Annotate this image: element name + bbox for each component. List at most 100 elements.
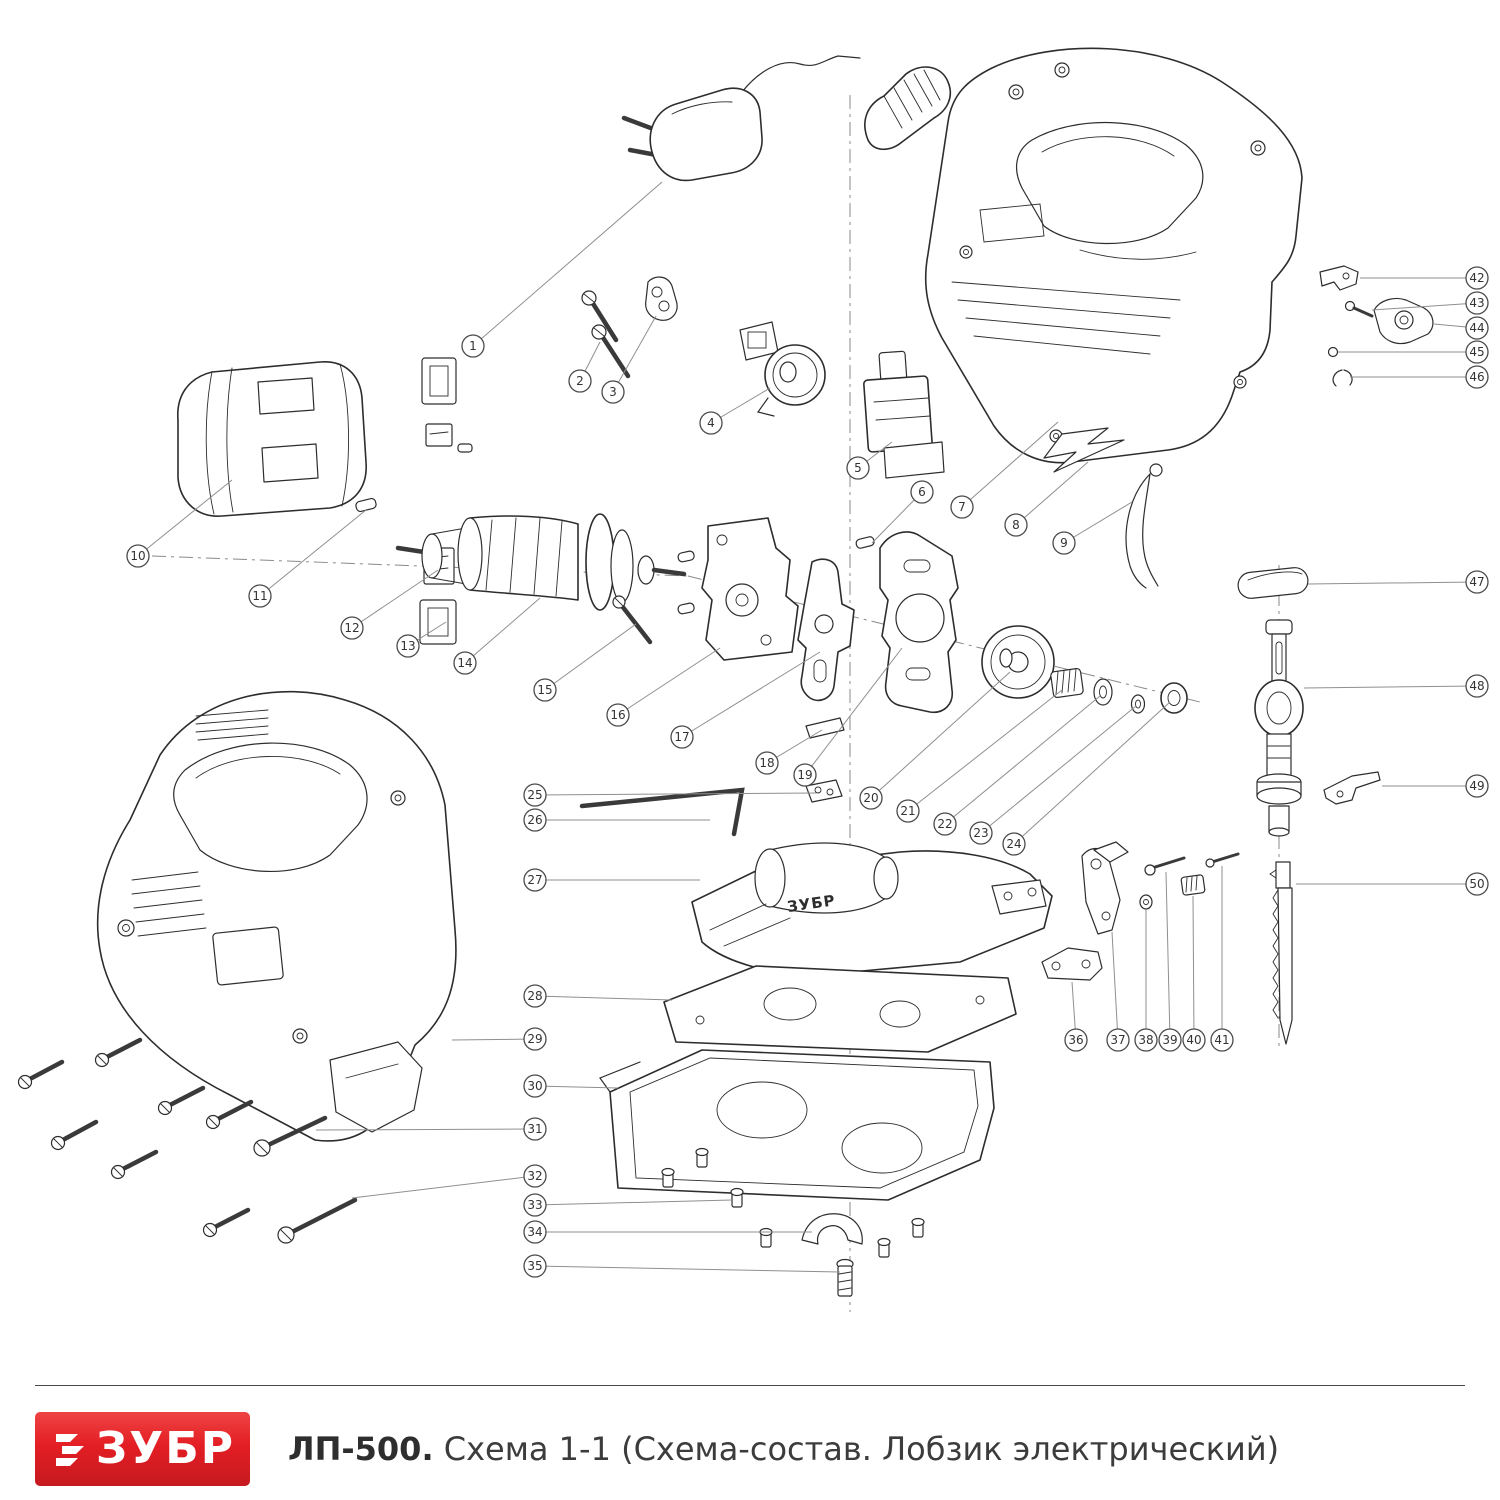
callout-number-19: 19 [797, 768, 812, 782]
callout-20 [859, 786, 883, 810]
callout-leader-1 [472, 181, 663, 347]
callout-38 [1134, 1028, 1158, 1052]
terminal-clamp [645, 276, 678, 321]
callout-3 [601, 380, 625, 404]
callout-25 [523, 783, 547, 807]
zubr-logo-mark [56, 1434, 85, 1466]
callout-29 [523, 1027, 547, 1051]
callout-number-40: 40 [1186, 1033, 1201, 1047]
callout-number-29: 29 [527, 1032, 542, 1046]
blade-rod [1254, 619, 1304, 837]
callout-leader-30 [534, 1085, 619, 1089]
callout-leader-8 [1015, 461, 1089, 526]
hex-key [579, 787, 745, 837]
callout-number-46: 46 [1469, 370, 1484, 384]
callout-number-20: 20 [863, 791, 878, 805]
callout-number-13: 13 [400, 639, 415, 653]
callout-leader-32 [351, 1175, 536, 1199]
callout-number-44: 44 [1469, 321, 1484, 335]
callout-17 [670, 725, 694, 749]
callout-33 [523, 1193, 547, 1217]
callout-leader-40 [1192, 895, 1195, 1041]
callout-39 [1158, 1028, 1182, 1052]
callout-number-28: 28 [527, 989, 542, 1003]
callout-22 [933, 812, 957, 836]
callout-37 [1106, 1028, 1130, 1052]
callout-number-2: 2 [576, 374, 584, 388]
saw-blade [1269, 861, 1293, 1045]
callout-43 [1465, 291, 1489, 315]
callout-28 [523, 984, 547, 1008]
base-screws [661, 1147, 925, 1258]
motor-screws [581, 290, 631, 379]
callout-32 [523, 1164, 547, 1188]
wire-clip [1125, 463, 1163, 589]
callout-leader-10 [137, 479, 233, 557]
callout-leader-31 [315, 1128, 536, 1131]
callout-19 [793, 763, 817, 787]
stator [177, 361, 367, 517]
gear-train [981, 625, 1188, 714]
callout-leader-11 [259, 509, 367, 597]
cord-boot [864, 66, 952, 151]
callout-46 [1465, 365, 1489, 389]
bearing-bracket [677, 517, 799, 661]
callout-35 [523, 1254, 547, 1278]
callout-number-3: 3 [609, 385, 617, 399]
motor-end-bell [739, 321, 826, 417]
callout-1 [461, 334, 485, 358]
housing-right-half [924, 47, 1303, 464]
callout-18 [755, 751, 779, 775]
callout-leader-48 [1303, 685, 1478, 689]
callout-number-25: 25 [527, 788, 542, 802]
callout-8 [1004, 513, 1028, 537]
callout-number-32: 32 [527, 1169, 542, 1183]
callout-number-31: 31 [527, 1122, 542, 1136]
pin [355, 497, 377, 513]
callout-number-21: 21 [900, 804, 915, 818]
callout-13 [396, 634, 420, 658]
base-plate [599, 1049, 995, 1201]
callout-4 [699, 411, 723, 435]
callout-number-10: 10 [130, 549, 145, 563]
callout-26 [523, 808, 547, 832]
support-plate [797, 558, 855, 702]
callout-leader-21 [907, 689, 1063, 812]
callout-leader-19 [804, 647, 903, 776]
zubr-logo-text: ЗУБР [96, 1423, 235, 1474]
callout-leader-33 [534, 1199, 733, 1206]
callout-number-24: 24 [1006, 837, 1021, 851]
callout-number-37: 37 [1110, 1033, 1125, 1047]
callout-9 [1052, 531, 1076, 555]
callout-16 [606, 703, 630, 727]
insulation-gasket [663, 965, 1017, 1053]
callout-number-43: 43 [1469, 296, 1484, 310]
callout-number-8: 8 [1012, 518, 1020, 532]
housing-screws [17, 1037, 358, 1244]
lock-lever [1323, 771, 1381, 805]
model-number: ЛП-500. [288, 1430, 434, 1468]
callout-14 [453, 651, 477, 675]
callout-40 [1182, 1028, 1206, 1052]
callout-leader-24 [1013, 701, 1171, 845]
callout-23 [969, 821, 993, 845]
callout-leader-47 [1307, 581, 1478, 585]
callout-number-5: 5 [854, 461, 862, 475]
callout-number-45: 45 [1469, 345, 1484, 359]
brush-holder-upper [421, 357, 473, 453]
callout-leader-17 [681, 651, 821, 738]
callout-number-22: 22 [937, 817, 952, 831]
callout-number-9: 9 [1060, 536, 1068, 550]
callout-number-18: 18 [759, 756, 774, 770]
callout-42 [1465, 266, 1489, 290]
zubr-logo: ЗУБР [35, 1412, 250, 1486]
callout-36 [1064, 1028, 1088, 1052]
callout-leader-28 [534, 995, 673, 1001]
callout-leader-15 [544, 623, 637, 691]
callout-number-12: 12 [344, 621, 359, 635]
callout-number-33: 33 [527, 1198, 542, 1212]
callout-2 [568, 369, 592, 393]
callout-number-35: 35 [527, 1259, 542, 1273]
callout-leader-14 [464, 597, 541, 664]
callout-number-50: 50 [1469, 877, 1484, 891]
